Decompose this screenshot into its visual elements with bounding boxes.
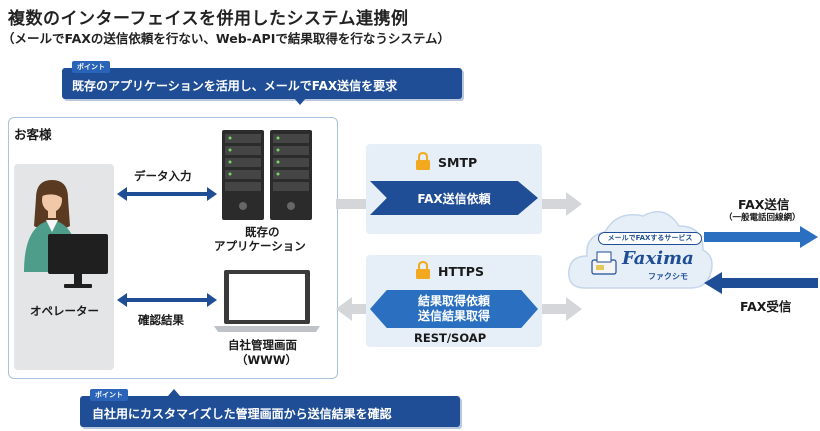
admin-label-line1: 自社管理画面: [228, 338, 297, 352]
fax-receive-label: FAX受信: [740, 299, 792, 314]
laptop-icon: [214, 270, 320, 332]
app-label-line1: 既存の: [245, 225, 280, 239]
operator-label: オペレーター: [30, 304, 99, 318]
fax-send-label: FAX送信: [738, 197, 790, 212]
callout-tail: [294, 98, 306, 105]
lock-icon: [416, 261, 430, 279]
fax-machine-icon: [591, 251, 617, 275]
point-tag: ポイント: [90, 389, 128, 401]
service-logo-sub: ファクシモ: [648, 272, 688, 281]
data-entry-arrow: [117, 187, 217, 201]
service-logo: Faxima: [622, 248, 694, 269]
check-result-label: 確認結果: [138, 313, 184, 327]
fax-send-sub-label: （一般電話回線網）: [724, 213, 801, 223]
fax-send-request-arrow: FAX送信依頼: [370, 181, 538, 215]
result-request-label: 結果取得依頼: [417, 294, 490, 308]
point-callout-top: ポイント 既存のアプリケーションを活用し、メールでFAX送信を要求: [62, 61, 462, 105]
data-entry-label: データ入力: [134, 169, 192, 183]
api-label: REST/SOAP: [414, 331, 487, 345]
app-label-line2: アプリケーション: [214, 239, 306, 253]
page-subtitle: （メールでFAXの送信依頼を行ない、Web-APIで結果取得を行なうシステム）: [2, 31, 450, 46]
service-banner: メールでFAXするサービス: [598, 232, 702, 245]
smtp-label: SMTP: [438, 155, 478, 170]
result-fetch-label: 送信結果取得: [417, 309, 490, 323]
https-label: HTTPS: [438, 264, 484, 279]
fax-send-request-label: FAX送信依頼: [417, 191, 491, 206]
point-callout-bottom: ポイント 自社用にカスタマイズした管理画面から送信結果を確認: [80, 389, 460, 427]
fax-receive-arrow: [704, 272, 818, 294]
operator-icon: [24, 180, 108, 288]
service-banner-label: メールでFAXするサービス: [607, 234, 693, 242]
fax-send-arrow: [704, 226, 818, 248]
point-text: 既存のアプリケーションを活用し、メールでFAX送信を要求: [72, 79, 398, 93]
cloud-icon: [568, 211, 713, 289]
page-title: 複数のインターフェイスを併用したシステム連携例: [8, 9, 409, 29]
server-icon: [222, 130, 312, 220]
callout-tail: [168, 389, 180, 396]
result-request-arrow: 結果取得依頼 送信結果取得: [370, 290, 538, 328]
admin-label-line2: （WWW）: [236, 353, 298, 367]
customer-label: お客様: [14, 127, 52, 142]
lock-icon: [416, 152, 430, 170]
point-text: 自社用にカスタマイズした管理画面から送信結果を確認: [92, 407, 392, 421]
point-tag: ポイント: [72, 61, 110, 73]
check-result-arrow: [117, 293, 217, 307]
